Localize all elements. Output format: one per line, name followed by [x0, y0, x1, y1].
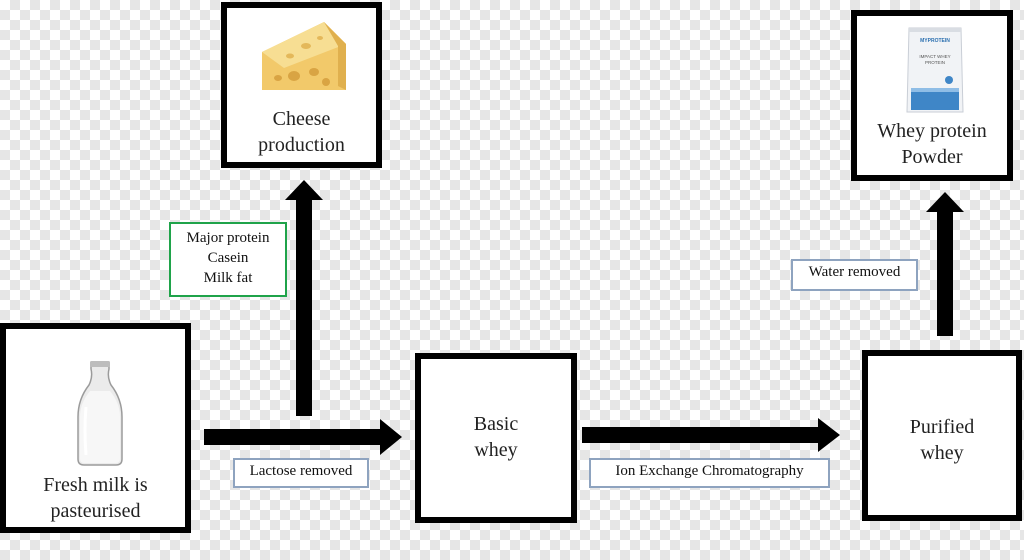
basic-whey-label-line-1: Basic [473, 413, 519, 435]
cheese-component-3: Milk fat [203, 270, 253, 286]
node-fresh-milk: Fresh milk is pasteurised [0, 323, 191, 533]
fresh-milk-label-line-2: pasteurised [50, 500, 141, 522]
cheese-label-line-2: production [258, 134, 345, 156]
bag-product-line-1: IMPACT WHEY [919, 54, 950, 59]
cheese-label-line-1: Cheese [272, 108, 331, 130]
whey-powder-label-line-1: Whey protein [877, 120, 987, 142]
cheese-component-2: Casein [207, 250, 249, 266]
node-whey-protein-powder: MYPROTEIN IMPACT WHEY PROTEIN Whey prote… [851, 10, 1013, 181]
fresh-milk-label: Fresh milk is pasteurised [6, 472, 185, 524]
node-basic-whey: Basic whey [415, 353, 577, 523]
node-cheese-production: Cheese production [221, 2, 382, 168]
ion-exchange-label: Ion Exchange Chromatography [589, 458, 830, 488]
fresh-milk-label-line-1: Fresh milk is [43, 474, 148, 496]
milk-bottle-icon [77, 361, 123, 466]
arrow-up-to-cheese [285, 180, 323, 416]
purified-whey-label-line-1: Purified [909, 416, 975, 438]
cheese-component-1: Major protein [186, 230, 270, 246]
arrow-milk-to-basic-whey [204, 419, 402, 455]
cheese-components-label: Major protein Casein Milk fat [169, 222, 287, 297]
whey-powder-label: Whey protein Powder [857, 118, 1007, 170]
arrow-purified-to-powder [926, 192, 964, 336]
bag-brand-text: MYPROTEIN [920, 38, 950, 44]
node-purified-whey: Purified whey [862, 350, 1022, 521]
protein-bag-icon: MYPROTEIN IMPACT WHEY PROTEIN [906, 27, 964, 113]
arrow-basic-to-purified-whey [582, 418, 840, 452]
basic-whey-label-line-2: whey [474, 439, 518, 461]
lactose-removed-label: Lactose removed [233, 458, 369, 488]
bag-product-line-2: PROTEIN [925, 60, 945, 65]
purified-whey-label: Purified whey [868, 414, 1016, 466]
whey-powder-label-line-2: Powder [901, 146, 963, 168]
cheese-production-label: Cheese production [227, 106, 376, 158]
water-removed-label: Water removed [791, 259, 918, 291]
basic-whey-label: Basic whey [421, 411, 571, 463]
cheese-icon [262, 22, 346, 90]
purified-whey-label-line-2: whey [920, 442, 964, 464]
